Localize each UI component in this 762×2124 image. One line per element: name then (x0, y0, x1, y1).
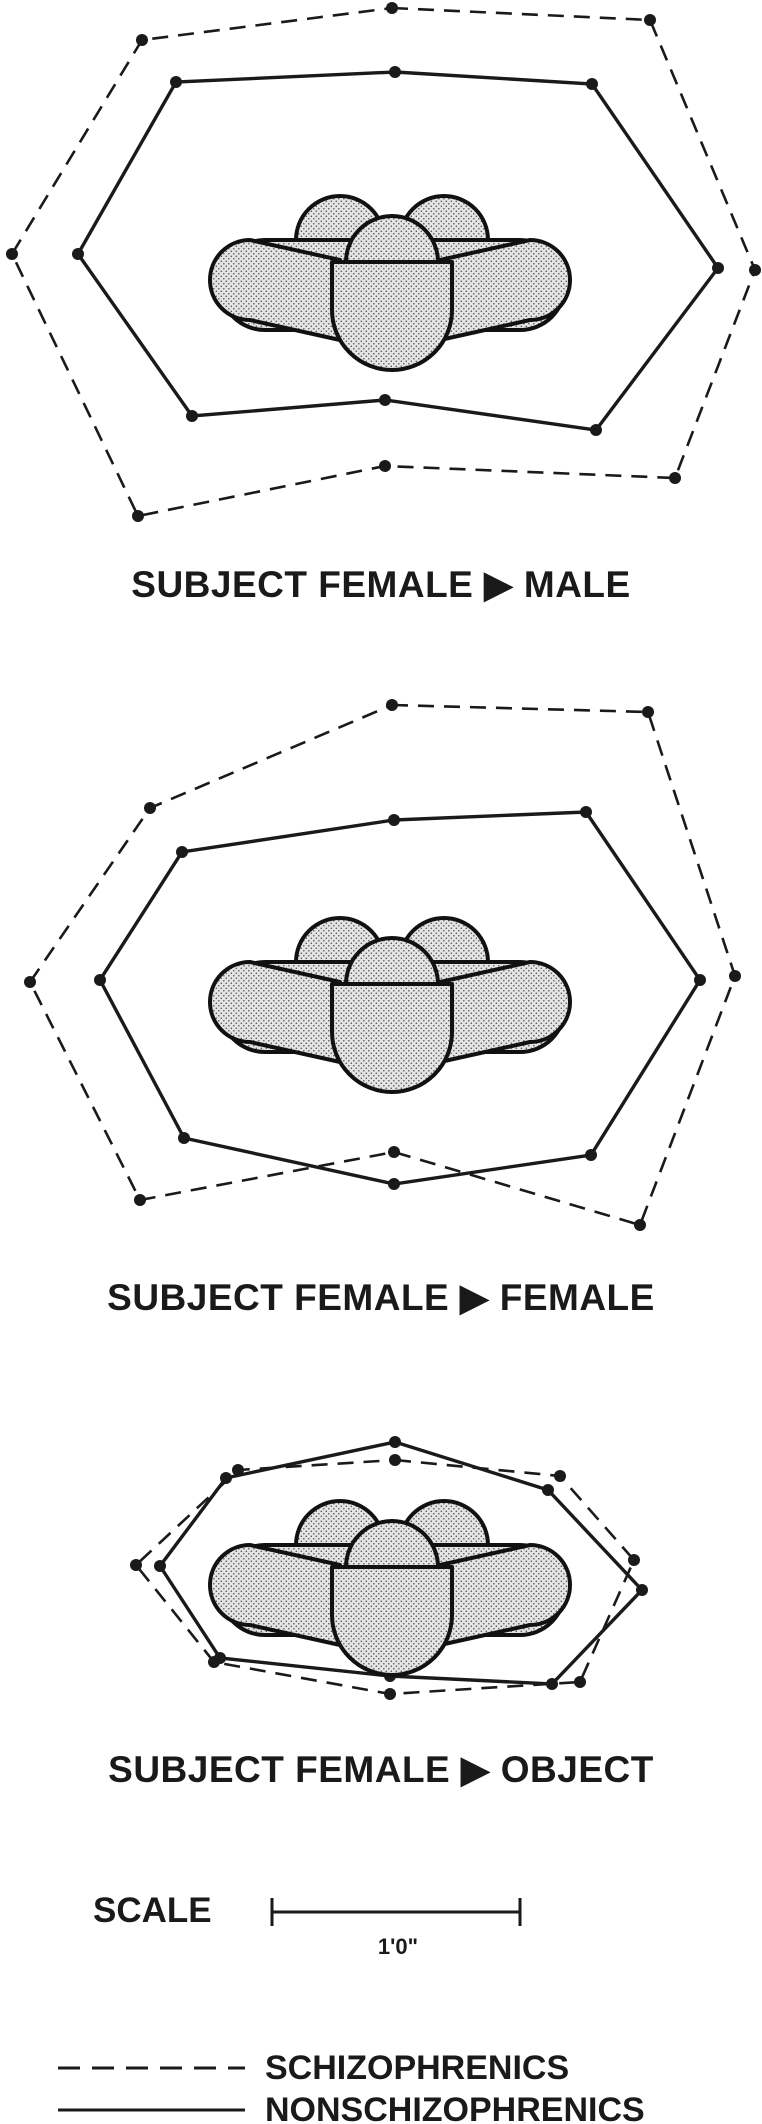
nonschizophrenics-point (586, 78, 598, 90)
nonschizophrenics-point (170, 76, 182, 88)
nonschizophrenics-point (712, 262, 724, 274)
schizophrenics-point (388, 1146, 400, 1158)
point-group (6, 2, 761, 522)
scale-bar: SCALE 1'0" (93, 1891, 522, 1959)
nonschizophrenics-point (389, 66, 401, 78)
schizophrenics-polygon (28, 703, 737, 1227)
nonschizophrenics-point (636, 1584, 648, 1596)
panel-title: SUBJECT FEMALE ▶ OBJECT (108, 1749, 654, 1790)
nonschizophrenics-point (214, 1652, 226, 1664)
schizophrenics-point (132, 510, 144, 522)
scale-unit: 1'0" (378, 1934, 418, 1959)
nonschizophrenics-point (389, 1436, 401, 1448)
nonschizophrenics-point (590, 424, 602, 436)
panel-female-male: SUBJECT FEMALE ▶ MALE (6, 2, 761, 605)
nonschizophrenics-point (580, 806, 592, 818)
schizophrenics-point (144, 802, 156, 814)
schizophrenics-point (6, 248, 18, 260)
figure-group (208, 194, 572, 372)
schizophrenics-point (634, 1219, 646, 1231)
schizophrenics-point (389, 1454, 401, 1466)
nonschizophrenics-point (186, 410, 198, 422)
schizophrenics-point (24, 976, 36, 988)
nonschizophrenics-point (178, 1132, 190, 1144)
nonschizophrenics-point (379, 394, 391, 406)
schizophrenics-point (644, 14, 656, 26)
nonschizophrenics-point (388, 814, 400, 826)
point-group (130, 1436, 648, 1700)
nonschizophrenics-point (585, 1149, 597, 1161)
panel-female-female: SUBJECT FEMALE ▶ FEMALE (24, 699, 741, 1318)
point-group (24, 699, 741, 1231)
nonschizophrenics-point (388, 1178, 400, 1190)
schizophrenics-point (386, 699, 398, 711)
legend: SCHIZOPHRENICS NONSCHIZOPHRENICS (58, 2049, 645, 2124)
nonschizophrenics-point (154, 1560, 166, 1572)
nonschizophrenics-point (94, 974, 106, 986)
nonschizophrenics-point (546, 1678, 558, 1690)
schizophrenics-point (232, 1464, 244, 1476)
legend-schizophrenics: SCHIZOPHRENICS (265, 2049, 569, 2087)
schizophrenics-point (386, 2, 398, 14)
schizophrenics-point (749, 264, 761, 276)
scale-label: SCALE (93, 1891, 212, 1930)
nonschizophrenics-point (542, 1484, 554, 1496)
figure-group (208, 916, 572, 1094)
schizophrenics-point (379, 460, 391, 472)
schizophrenics-point (669, 472, 681, 484)
nonschizophrenics-point (176, 846, 188, 858)
panel-title: SUBJECT FEMALE ▶ FEMALE (107, 1277, 655, 1318)
schizophrenics-point (554, 1470, 566, 1482)
schizophrenics-point (384, 1688, 396, 1700)
legend-nonschizophrenics: NONSCHIZOPHRENICS (265, 2091, 645, 2124)
panel-female-object: SUBJECT FEMALE ▶ OBJECT (108, 1436, 654, 1790)
panel-title: SUBJECT FEMALE ▶ MALE (131, 564, 630, 605)
nonschizophrenics-point (220, 1472, 232, 1484)
nonschizophrenics-point (694, 974, 706, 986)
schizophrenics-point (136, 34, 148, 46)
schizophrenics-point (574, 1676, 586, 1688)
schizophrenics-point (642, 706, 654, 718)
schizophrenics-point (628, 1554, 640, 1566)
schizophrenics-point (130, 1559, 142, 1571)
nonschizophrenics-point (72, 248, 84, 260)
schizophrenics-point (729, 970, 741, 982)
schizophrenics-point (134, 1194, 146, 1206)
figure-group (208, 1499, 572, 1677)
